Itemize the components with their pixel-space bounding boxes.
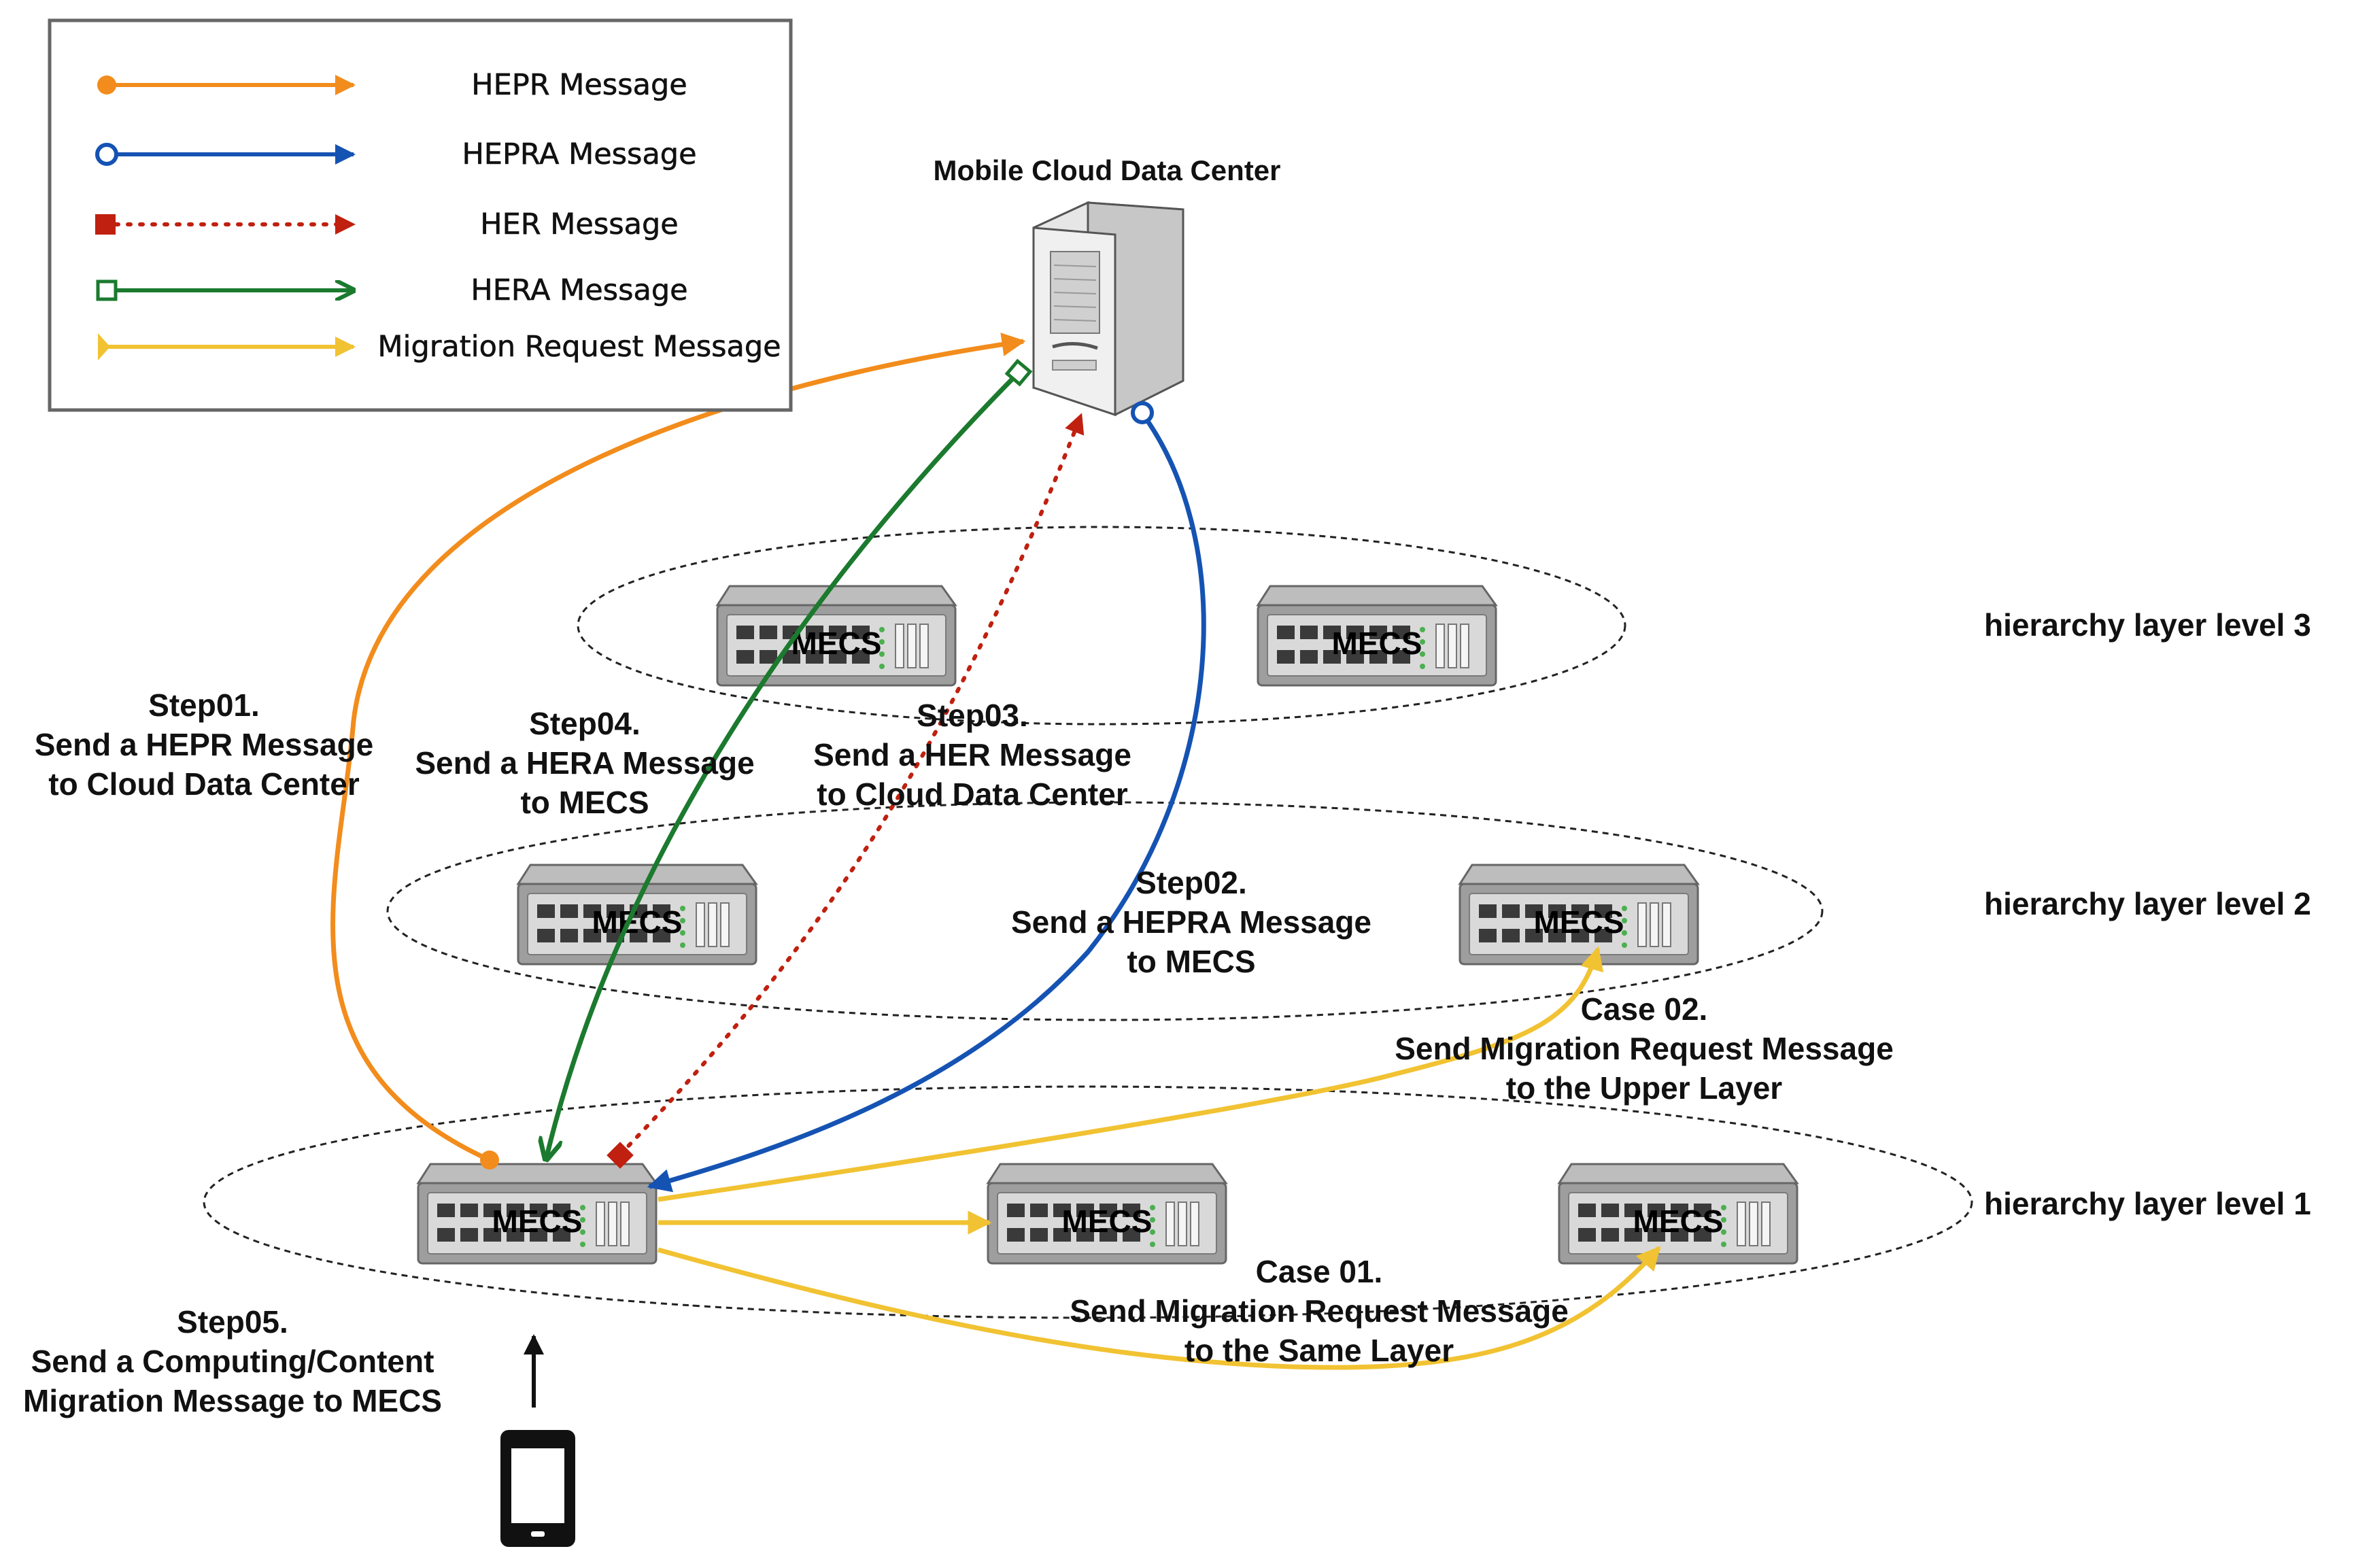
legend-label: HEPR Message xyxy=(471,68,687,102)
mecs-label: MECS xyxy=(1062,1204,1153,1239)
mecs-label: MECS xyxy=(1534,904,1624,940)
layer-3-label: hierarchy layer level 3 xyxy=(1984,607,2311,643)
layer-1-label: hierarchy layer level 1 xyxy=(1984,1186,2311,1221)
svg-text:to Cloud Data Center: to Cloud Data Center xyxy=(48,766,360,802)
legend-label: HER Message xyxy=(480,207,679,241)
mecs-node-source: MECS xyxy=(417,1163,658,1265)
step04-label: Step04. Send a HERA Message to MECS xyxy=(415,706,754,820)
svg-text:Send a HEPR Message: Send a HEPR Message xyxy=(35,727,374,762)
hera-arrow xyxy=(546,371,1021,1159)
svg-text:Migration Message to MECS: Migration Message to MECS xyxy=(23,1383,442,1418)
mecs-node: MECS xyxy=(1257,585,1497,687)
svg-text:Send a HEPRA Message: Send a HEPRA Message xyxy=(1011,904,1371,940)
mecs-node: MECS xyxy=(987,1163,1227,1265)
svg-text:to the Upper Layer: to the Upper Layer xyxy=(1506,1070,1783,1106)
svg-text:to MECS: to MECS xyxy=(1127,944,1255,979)
svg-text:Case 02.: Case 02. xyxy=(1581,991,1708,1027)
svg-text:Send Migration Request Message: Send Migration Request Message xyxy=(1070,1293,1569,1329)
layer-3-ellipse xyxy=(577,526,1626,726)
case02-label: Case 02. Send Migration Request Message … xyxy=(1395,991,1894,1106)
svg-text:Case 01.: Case 01. xyxy=(1256,1254,1383,1289)
mecs-label: MECS xyxy=(791,626,882,661)
step03-label: Step03. Send a HER Message to Cloud Data… xyxy=(813,698,1131,812)
server-tower-icon xyxy=(1032,201,1184,417)
legend-label: Migration Request Message xyxy=(377,330,781,364)
hepra-arrow xyxy=(647,411,1206,1193)
step02-label: Step02. Send a HEPRA Message to MECS xyxy=(1011,865,1371,979)
hera-start-marker xyxy=(1004,358,1033,387)
mecs-node: MECS xyxy=(716,585,957,687)
legend-label: HERA Message xyxy=(471,273,687,307)
step05-label: Step05. Send a Computing/Content Migrati… xyxy=(23,1304,442,1418)
her-start-marker xyxy=(607,1142,634,1169)
svg-text:to the Same Layer: to the Same Layer xyxy=(1184,1333,1454,1368)
mecs-label: MECS xyxy=(1633,1204,1724,1239)
mecs-label: MECS xyxy=(492,1204,583,1239)
svg-text:to MECS: to MECS xyxy=(520,785,649,820)
layer-1-ellipse xyxy=(203,1085,1973,1319)
layer-2-ellipse xyxy=(386,801,1824,1021)
svg-text:to Cloud Data Center: to Cloud Data Center xyxy=(817,777,1128,812)
legend-item-hera: HERA Message xyxy=(96,273,688,307)
mecs-label: MECS xyxy=(592,904,683,940)
layer-2-label: hierarchy layer level 2 xyxy=(1984,886,2311,921)
svg-text:Send a Computing/Content: Send a Computing/Content xyxy=(31,1344,434,1379)
svg-text:Step05.: Step05. xyxy=(177,1304,288,1340)
mecs-node: MECS xyxy=(1558,1163,1798,1265)
mecs-node: MECS xyxy=(517,864,757,966)
hepr-start-marker xyxy=(480,1151,499,1170)
svg-text:Step03.: Step03. xyxy=(917,698,1028,733)
migration-arrow-case02 xyxy=(658,946,1604,1202)
mecs-label: MECS xyxy=(1332,626,1422,661)
legend-item-hepra: HEPRA Message xyxy=(95,137,697,171)
svg-text:Step02.: Step02. xyxy=(1136,865,1247,900)
case01-label: Case 01. Send Migration Request Message … xyxy=(1070,1254,1569,1368)
cloud-label: Mobile Cloud Data Center xyxy=(933,154,1280,186)
legend-item-her: HER Message xyxy=(95,207,679,241)
legend-label: HEPRA Message xyxy=(462,137,696,171)
svg-text:Send Migration Request Message: Send Migration Request Message xyxy=(1395,1031,1894,1066)
mecs-node: MECS xyxy=(1459,864,1699,966)
svg-text:Send a HER Message: Send a HER Message xyxy=(813,737,1131,772)
smartphone-icon xyxy=(500,1430,575,1547)
her-arrow xyxy=(618,413,1085,1157)
legend-item-hepr: HEPR Message xyxy=(97,68,687,102)
migration-arrow-case01 xyxy=(658,1246,1661,1370)
svg-text:Step04.: Step04. xyxy=(529,706,641,741)
svg-text:Step01.: Step01. xyxy=(148,687,260,723)
legend-item-migration: Migration Request Message xyxy=(98,330,781,364)
svg-text:Send a HERA Message: Send a HERA Message xyxy=(415,745,754,781)
hepra-start-marker xyxy=(1131,401,1154,424)
step01-label: Step01. Send a HEPR Message to Cloud Dat… xyxy=(35,687,374,802)
